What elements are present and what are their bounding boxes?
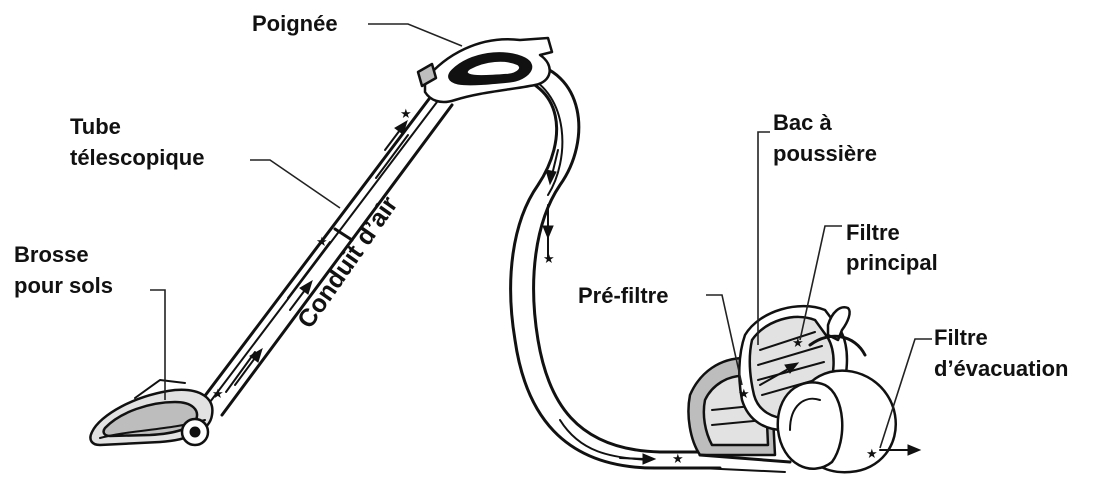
star-marker-hose: ★ [543,252,555,267]
label-conduit-air: Conduit d’air [292,191,404,334]
label-brosse-line2: pour sols [14,273,113,298]
airflow-markers: ★ ★ ★ ★ ★ ★ ★ ★ [212,107,878,467]
leader-poignee [368,23,463,47]
star-marker-brush: ★ [212,387,224,402]
airflow-arrows [234,119,922,465]
telescopic-tube [196,93,454,417]
canister-body [687,305,898,474]
leader-prefiltre [706,294,743,386]
label-brosse-line1: Brosse [14,242,89,267]
floor-brush [89,379,214,447]
leader-filtre-evac [879,338,932,449]
star-marker-prefilter: ★ [738,387,750,402]
label-filtre-evac-line1: Filtre [934,325,988,350]
label-filtre-principal-line2: principal [846,250,938,275]
star-marker-main-filter: ★ [792,336,804,351]
label-bac-line1: Bac à [773,110,832,135]
star-marker-exhaust: ★ [866,447,878,462]
label-bac-line2: poussière [773,141,877,166]
star-marker-hose-end: ★ [672,452,684,467]
leader-bac [757,131,770,345]
label-prefiltre: Pré-filtre [578,283,668,308]
label-filtre-principal-line1: Filtre [846,220,900,245]
leader-brosse [150,289,166,400]
star-marker-tube: ★ [316,235,328,250]
label-tube-line1: Tube [70,114,121,139]
leader-lines [150,23,932,449]
leader-filtre-principal [799,225,842,341]
leader-tube [250,159,341,209]
label-filtre-evac-line2: d’évacuation [934,356,1068,381]
star-marker-handle: ★ [400,107,412,122]
handle [416,36,554,104]
label-poignee: Poignée [252,11,338,36]
label-tube-line2: télescopique [70,145,204,170]
